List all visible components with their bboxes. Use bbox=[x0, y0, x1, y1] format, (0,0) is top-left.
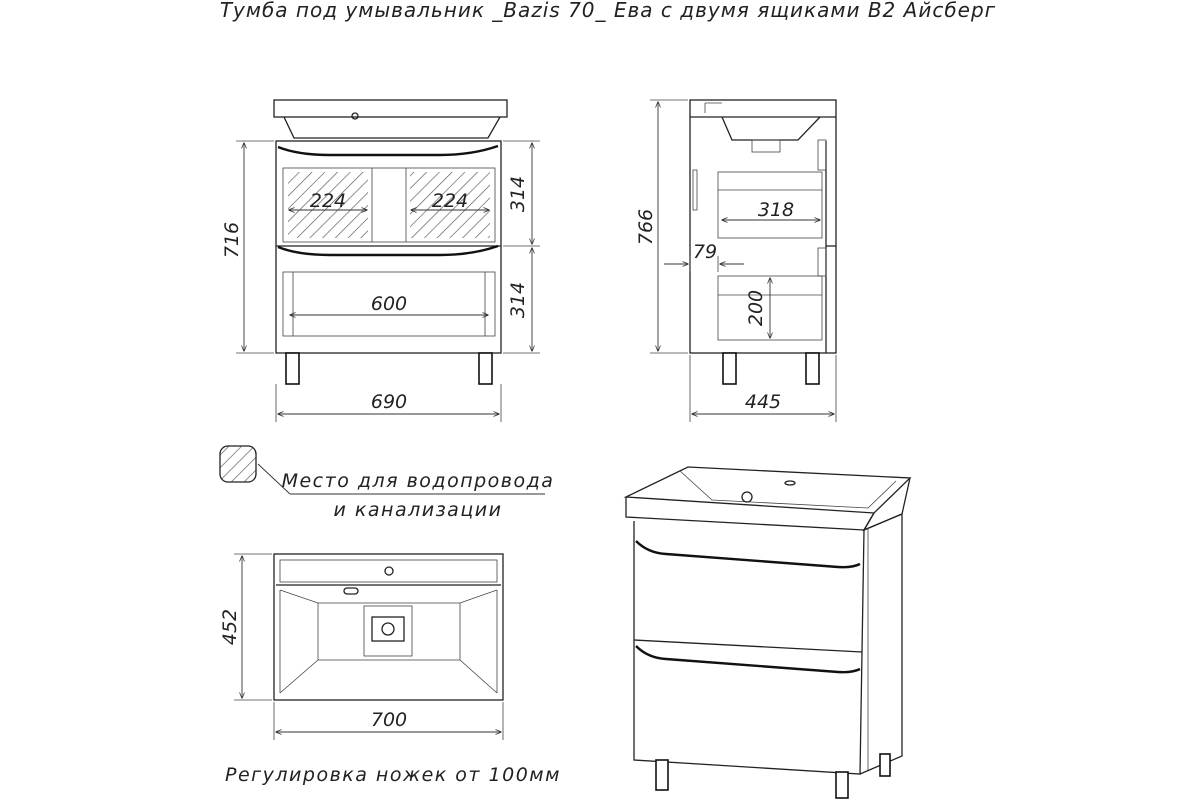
drawing-title: Тумба под умывальник _Bazis 70_ Ева с дв… bbox=[220, 0, 996, 22]
dim-side-height-inner: 200 bbox=[745, 290, 767, 326]
side-leg-back bbox=[722, 352, 737, 385]
dim-top-width: 700 bbox=[371, 709, 407, 731]
front-countertop bbox=[273, 99, 508, 118]
side-top-drawer bbox=[717, 171, 823, 239]
3d-bottom-drawer-handle bbox=[635, 645, 861, 674]
dim-front-height: 716 bbox=[221, 222, 243, 258]
dim-side-depth: 445 bbox=[745, 391, 781, 413]
side-view: 318 79 200 766 445 bbox=[635, 99, 837, 422]
dim-front-width: 690 bbox=[371, 391, 407, 413]
front-basin bbox=[283, 116, 501, 139]
3d-leg-2 bbox=[835, 771, 849, 799]
side-basin bbox=[721, 116, 821, 141]
3d-countertop-top bbox=[623, 466, 912, 514]
perspective-view bbox=[623, 466, 912, 799]
front-view: 224 224 600 716 314 314 690 bbox=[221, 99, 540, 422]
front-plumbing-zone-left bbox=[288, 172, 368, 238]
dim-top-depth: 452 bbox=[219, 609, 241, 645]
dim-front-drawer-top: 314 bbox=[507, 176, 529, 212]
front-plumbing-zone-right bbox=[410, 172, 490, 238]
legend-line-1: Место для водопровода bbox=[282, 470, 555, 492]
dim-front-drawer-bottom: 314 bbox=[507, 282, 529, 318]
footnote-leg-adjustment: Регулировка ножек от 100мм bbox=[225, 764, 561, 786]
3d-leg-1 bbox=[655, 759, 669, 791]
front-bottom-drawer-handle bbox=[277, 244, 499, 257]
dim-front-inner-width: 600 bbox=[371, 293, 407, 315]
front-leg-left bbox=[285, 352, 300, 385]
side-cabinet-body bbox=[689, 99, 837, 354]
front-cabinet-body bbox=[275, 140, 502, 354]
front-tap-hole bbox=[351, 112, 359, 120]
top-outline bbox=[273, 553, 504, 701]
side-leg-front bbox=[805, 352, 820, 385]
dim-side-offset: 79 bbox=[693, 241, 717, 263]
top-drain bbox=[371, 616, 405, 642]
3d-drain bbox=[741, 491, 753, 503]
dim-front-zone-left: 224 bbox=[310, 190, 346, 212]
front-leg-right bbox=[478, 352, 493, 385]
top-tap-hole bbox=[384, 566, 394, 576]
legend: Место для водопровода и канализации bbox=[219, 445, 555, 521]
front-top-drawer-handle bbox=[277, 144, 499, 157]
legend-hatch-swatch bbox=[220, 446, 256, 482]
side-bottom-drawer bbox=[717, 275, 823, 341]
dim-side-depth-inner: 318 bbox=[758, 199, 794, 221]
dim-front-zone-right: 224 bbox=[432, 190, 468, 212]
top-view: 452 700 bbox=[219, 553, 504, 740]
3d-leg-3 bbox=[879, 753, 891, 777]
3d-cabinet-front bbox=[633, 521, 865, 775]
dim-side-height: 766 bbox=[635, 209, 657, 245]
legend-line-2: и канализации bbox=[334, 499, 503, 521]
3d-top-drawer-handle bbox=[635, 540, 861, 569]
